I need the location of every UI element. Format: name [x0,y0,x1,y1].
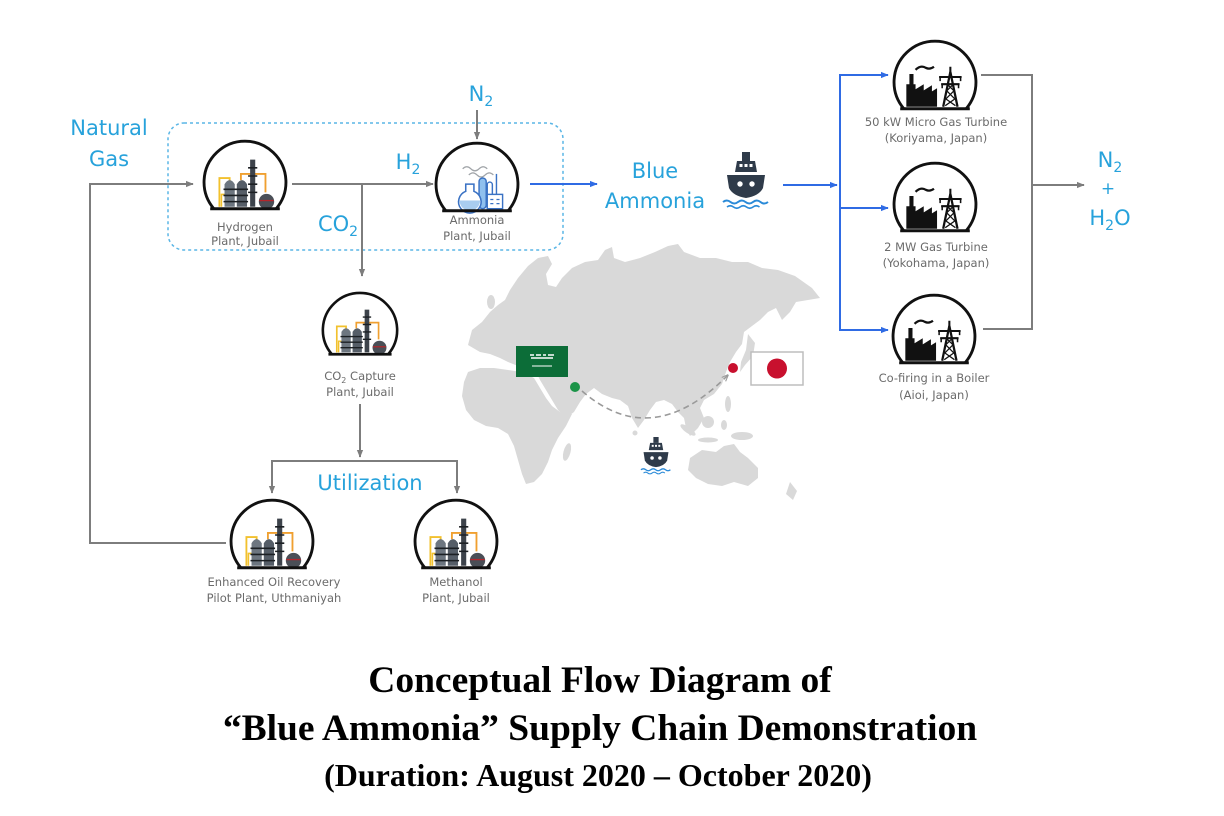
map-sumatra [680,424,696,436]
end-use-2-label-line1: 2 MW Gas Turbine [884,240,988,254]
methanol-plant-label-line1: Methanol [429,575,482,589]
world-map [462,244,820,500]
output-plus-sign: + [1101,179,1115,199]
co2-capture-plant-label-line2: Plant, Jubail [326,385,394,399]
map-java [698,437,718,443]
map-australia [688,444,758,486]
hydrogen-plant-label-line2: Plant, Jubail [211,234,279,248]
map-borneo [702,416,714,428]
ammonia-plant-icon [434,141,520,215]
output-water-label: H2O [1089,206,1130,234]
eor-plant-label-line1: Enhanced Oil Recovery [208,575,341,589]
methanol-plant-refinery-icon [413,498,499,570]
caption-title-line2: “Blue Ammonia” Supply Chain Demonstratio… [223,708,977,749]
origin-marker-dot [570,382,580,392]
hydrogen-plant-label-line1: Hydrogen [217,220,273,234]
blue-ammonia-label-line1: Blue [632,159,678,183]
distribution-trunk-line [839,71,889,334]
co2-stream-label: CO2 [318,212,358,240]
blue-ammonia-ship-icon [722,152,769,210]
hydrogen-plant-refinery-icon [202,139,288,211]
co2-capture-plant-label-line1: CO2 Capture [324,369,396,385]
caption-duration: (Duration: August 2020 – October 2020) [324,757,872,793]
eor-plant-refinery-icon [229,498,315,570]
caption-title-line1: Conceptual Flow Diagram of [368,660,832,701]
boiler-power-plant-icon [891,293,977,365]
japan-flag-icon [750,351,804,386]
map-new-zealand [786,482,797,500]
utilization-label: Utilization [317,471,422,495]
map-madagascar [562,443,572,461]
ammonia-plant-label-line1: Ammonia [450,213,505,227]
map-new-guinea [731,432,753,440]
map-eurasia [468,244,820,436]
map-africa [462,368,572,484]
map-sri-lanka [632,430,638,436]
map-britain [487,295,495,309]
natural-gas-loop-line [89,180,226,544]
saudi-arabia-flag-icon [516,346,568,377]
end-use-1-label-line2: (Koriyama, Japan) [885,131,987,145]
ship-icon [640,437,672,475]
map-sulawesi [721,420,727,430]
nitrogen-feed-label: N2 [469,82,494,110]
map-philippines [725,396,731,412]
shipping-route [581,375,728,419]
destination-marker-dot [728,363,738,373]
end-use-1-label-line1: 50 kW Micro Gas Turbine [865,115,1007,129]
utilization-split-line [268,460,461,494]
natural-gas-label-line1: Natural [70,116,147,140]
map-japan-islands [740,334,755,372]
end-use-3-label-line2: (Aioi, Japan) [899,388,969,402]
blue-ammonia-label-line2: Ammonia [605,189,705,213]
exhaust-collector-line [981,74,1033,330]
natural-gas-label-line2: Gas [89,147,129,171]
eor-plant-label-line2: Pilot Plant, Uthmaniyah [207,591,342,605]
end-use-2-label-line2: (Yokohama, Japan) [883,256,990,270]
hydrogen-stream-label: H2 [396,150,421,178]
gas-turbine-power-plant-icon [892,161,978,233]
jubail-complex-boundary [167,122,564,251]
co2-capture-plant-refinery-icon [321,291,399,357]
methanol-plant-label-line2: Plant, Jubail [422,591,490,605]
output-nitrogen-label: N2 [1098,148,1123,176]
micro-gas-turbine-power-plant-icon [892,39,978,111]
end-use-3-label-line1: Co-firing in a Boiler [879,371,990,385]
ammonia-plant-label-line2: Plant, Jubail [443,229,511,243]
